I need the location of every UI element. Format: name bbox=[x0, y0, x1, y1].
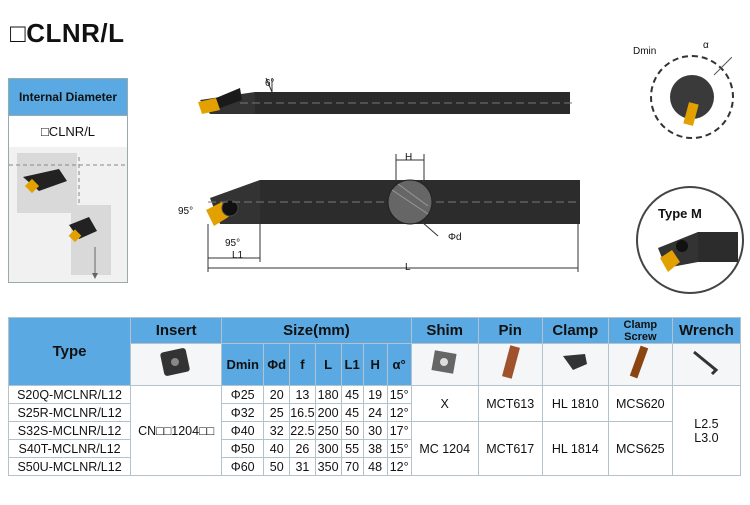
dim-h-label: H bbox=[405, 152, 413, 163]
row-l1: 55 bbox=[340, 439, 364, 458]
wrench-value: L2.5 L3.0 bbox=[671, 385, 742, 476]
pin-value-2: MCT617 bbox=[477, 421, 543, 476]
spec-table: Type Insert Size(mm) Shim Pin Clamp Clam… bbox=[7, 317, 742, 476]
row-f: 22.5 bbox=[289, 421, 316, 440]
row-type: S20Q-MCLNR/L12 bbox=[7, 385, 132, 404]
dim-l-label: L bbox=[405, 262, 411, 273]
row-h: 24 bbox=[362, 403, 388, 422]
header-type: Type bbox=[7, 317, 132, 386]
wrench-value-1: L2.5 bbox=[694, 416, 719, 431]
header-shim: Shim bbox=[410, 317, 479, 344]
row-f: 26 bbox=[289, 439, 316, 458]
wrench-value-2: L3.0 bbox=[694, 430, 719, 445]
shim-value-2: MC 1204 bbox=[410, 421, 479, 476]
shim-image bbox=[410, 343, 479, 386]
header-clamp-screw: Clamp Screw bbox=[607, 317, 673, 344]
insert-value: CN□□1204□□ bbox=[130, 385, 223, 476]
angle-6-label: 6° bbox=[265, 78, 275, 89]
panel-header: Internal Diameter bbox=[9, 79, 127, 115]
col-h: H bbox=[362, 343, 388, 386]
row-dmin: Φ40 bbox=[221, 421, 265, 440]
row-h: 48 bbox=[362, 457, 388, 476]
clamp-screw-image bbox=[607, 343, 673, 386]
row-f: 16.5 bbox=[289, 403, 316, 422]
dmin-label: Dmin bbox=[633, 46, 657, 57]
row-f: 13 bbox=[289, 385, 316, 404]
dim-l1-label: L1 bbox=[232, 250, 244, 261]
row-d: 25 bbox=[263, 403, 291, 422]
row-l: 250 bbox=[314, 421, 342, 440]
pin-value-1: MCT613 bbox=[477, 385, 543, 422]
col-l1: L1 bbox=[340, 343, 364, 386]
dmin-callout bbox=[650, 55, 734, 139]
clamp-value-1: HL 1810 bbox=[541, 385, 609, 422]
row-alpha: 12° bbox=[386, 457, 412, 476]
type-m-label: Type M bbox=[658, 206, 702, 221]
header-clamp: Clamp bbox=[541, 317, 609, 344]
row-h: 38 bbox=[362, 439, 388, 458]
insert-image bbox=[130, 343, 223, 386]
angle-95-label-b: 95° bbox=[225, 238, 241, 249]
boring-diagram bbox=[9, 147, 127, 282]
clamp-screw-value-1: MCS620 bbox=[607, 385, 673, 422]
dim-phid-label: Φd bbox=[448, 232, 462, 243]
col-f: f bbox=[289, 343, 316, 386]
row-l1: 45 bbox=[340, 385, 364, 404]
clamp-image bbox=[541, 343, 609, 386]
angle-95-label-a: 95° bbox=[178, 206, 194, 217]
row-type: S32S-MCLNR/L12 bbox=[7, 421, 132, 440]
clamp-screw-value-2: MCS625 bbox=[607, 421, 673, 476]
tool-side-view bbox=[206, 154, 580, 272]
header-size: Size(mm) bbox=[221, 317, 412, 344]
header-pin: Pin bbox=[477, 317, 543, 344]
col-alpha: α° bbox=[386, 343, 412, 386]
row-alpha: 17° bbox=[386, 421, 412, 440]
col-phid: Φd bbox=[263, 343, 291, 386]
row-l: 300 bbox=[314, 439, 342, 458]
row-dmin: Φ32 bbox=[221, 403, 265, 422]
row-h: 19 bbox=[362, 385, 388, 404]
row-d: 50 bbox=[263, 457, 291, 476]
row-f: 31 bbox=[289, 457, 316, 476]
row-dmin: Φ60 bbox=[221, 457, 265, 476]
row-l1: 70 bbox=[340, 457, 364, 476]
row-d: 40 bbox=[263, 439, 291, 458]
row-d: 32 bbox=[263, 421, 291, 440]
header-insert: Insert bbox=[130, 317, 223, 344]
row-dmin: Φ25 bbox=[221, 385, 265, 404]
row-d: 20 bbox=[263, 385, 291, 404]
alpha-label: α bbox=[703, 40, 709, 51]
header-wrench: Wrench bbox=[671, 317, 742, 344]
type-m-callout bbox=[636, 186, 744, 294]
tool-top-view bbox=[198, 77, 575, 114]
row-type: S25R-MCLNR/L12 bbox=[7, 403, 132, 422]
row-type: S50U-MCLNR/L12 bbox=[7, 457, 132, 476]
col-dmin: Dmin bbox=[221, 343, 265, 386]
panel-type-label: □CLNR/L bbox=[9, 115, 127, 148]
page-title: □CLNR/L bbox=[10, 18, 125, 48]
row-l: 200 bbox=[314, 403, 342, 422]
row-l: 180 bbox=[314, 385, 342, 404]
type-panel: Internal Diameter □CLNR/L bbox=[8, 78, 128, 283]
row-alpha: 15° bbox=[386, 439, 412, 458]
row-l1: 50 bbox=[340, 421, 364, 440]
col-l: L bbox=[314, 343, 342, 386]
row-type: S40T-MCLNR/L12 bbox=[7, 439, 132, 458]
row-dmin: Φ50 bbox=[221, 439, 265, 458]
row-alpha: 15° bbox=[386, 385, 412, 404]
row-h: 30 bbox=[362, 421, 388, 440]
row-alpha: 12° bbox=[386, 403, 412, 422]
wrench-image bbox=[671, 343, 742, 386]
shim-value-1: X bbox=[410, 385, 479, 422]
row-l1: 45 bbox=[340, 403, 364, 422]
pin-image bbox=[477, 343, 543, 386]
clamp-value-2: HL 1814 bbox=[541, 421, 609, 476]
row-l: 350 bbox=[314, 457, 342, 476]
